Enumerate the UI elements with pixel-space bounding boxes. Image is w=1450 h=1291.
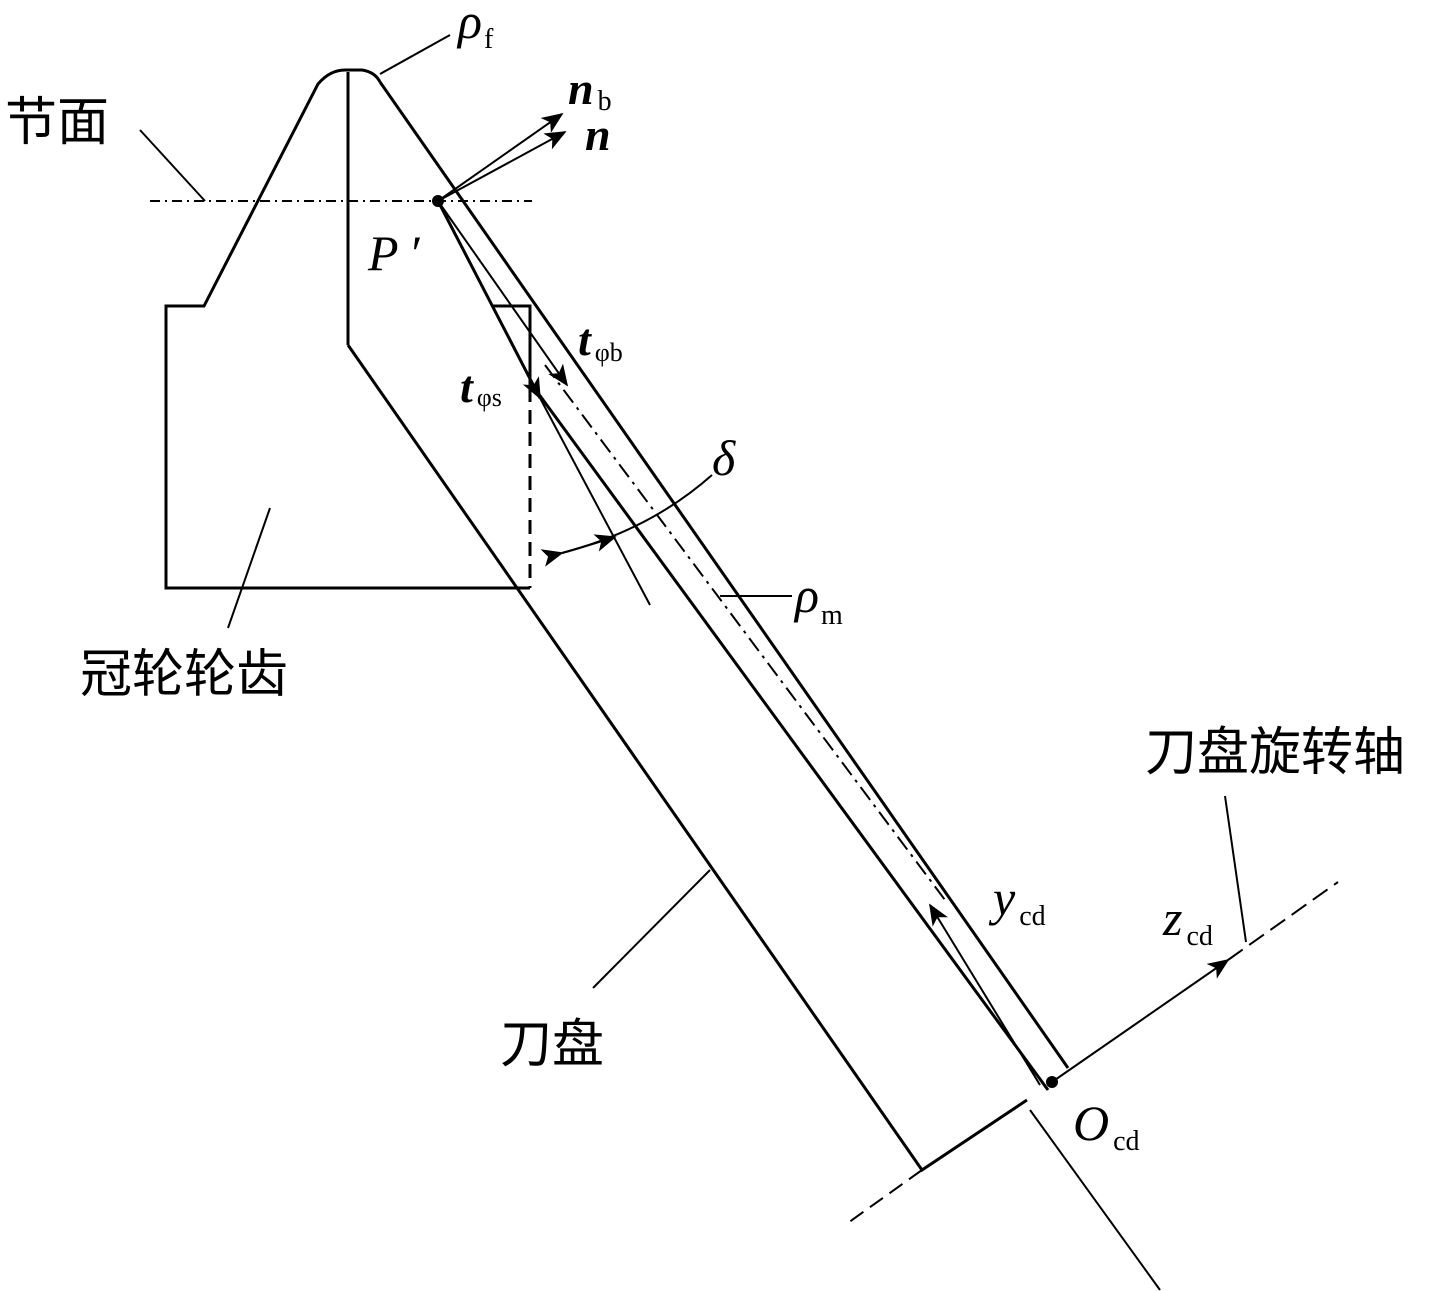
rho-m-symbol: ρm [793, 567, 843, 631]
crown-gear-tooth-outline [164, 68, 530, 590]
rho-f-symbol: ρf [456, 0, 494, 55]
cutter-bottom-dashed-left [844, 1169, 923, 1226]
projection-box [492, 304, 532, 388]
rho-f-leader [379, 34, 451, 75]
cutter-axis-leader [1224, 795, 1247, 943]
blade-center-line [544, 364, 946, 901]
cutter-blade-outer-edge [378, 81, 1070, 1069]
t-phi-s-vector [436, 200, 542, 400]
delta-angle-arc [540, 474, 713, 567]
y-cd-axis [929, 903, 1041, 1086]
tangent-extension [539, 397, 651, 606]
cutter-head-label: 刀盘 [500, 1015, 604, 1075]
rotation-axis-dashed [1227, 881, 1339, 961]
point-p-prime [432, 195, 444, 207]
cutter-head-outline [346, 344, 1028, 1173]
z-cd-axis [1051, 958, 1230, 1083]
pitch-plane-label: 节面 [5, 93, 109, 153]
crown-gear-leader [227, 507, 271, 629]
n-vector [437, 131, 567, 202]
cutter-blade-inner-edge [536, 392, 1050, 1091]
n-b-vector [437, 112, 564, 202]
delta-angle-arc-arrow [561, 534, 617, 554]
rotation-axis-through-origin [1029, 1109, 1161, 1291]
p-prime-symbol: P′ [367, 225, 421, 281]
t-phi-b-vector [437, 200, 569, 387]
cutter-head-leader [592, 869, 711, 989]
origin-o-cd [1046, 1076, 1058, 1088]
cutter-axis-label: 刀盘旋转轴 [1145, 723, 1405, 783]
n-symbol: n [585, 109, 611, 160]
pitch-plane-leader [139, 129, 206, 202]
crown-gear-tooth-label: 冠轮轮齿 [80, 645, 288, 705]
delta-symbol: δ [712, 430, 736, 486]
